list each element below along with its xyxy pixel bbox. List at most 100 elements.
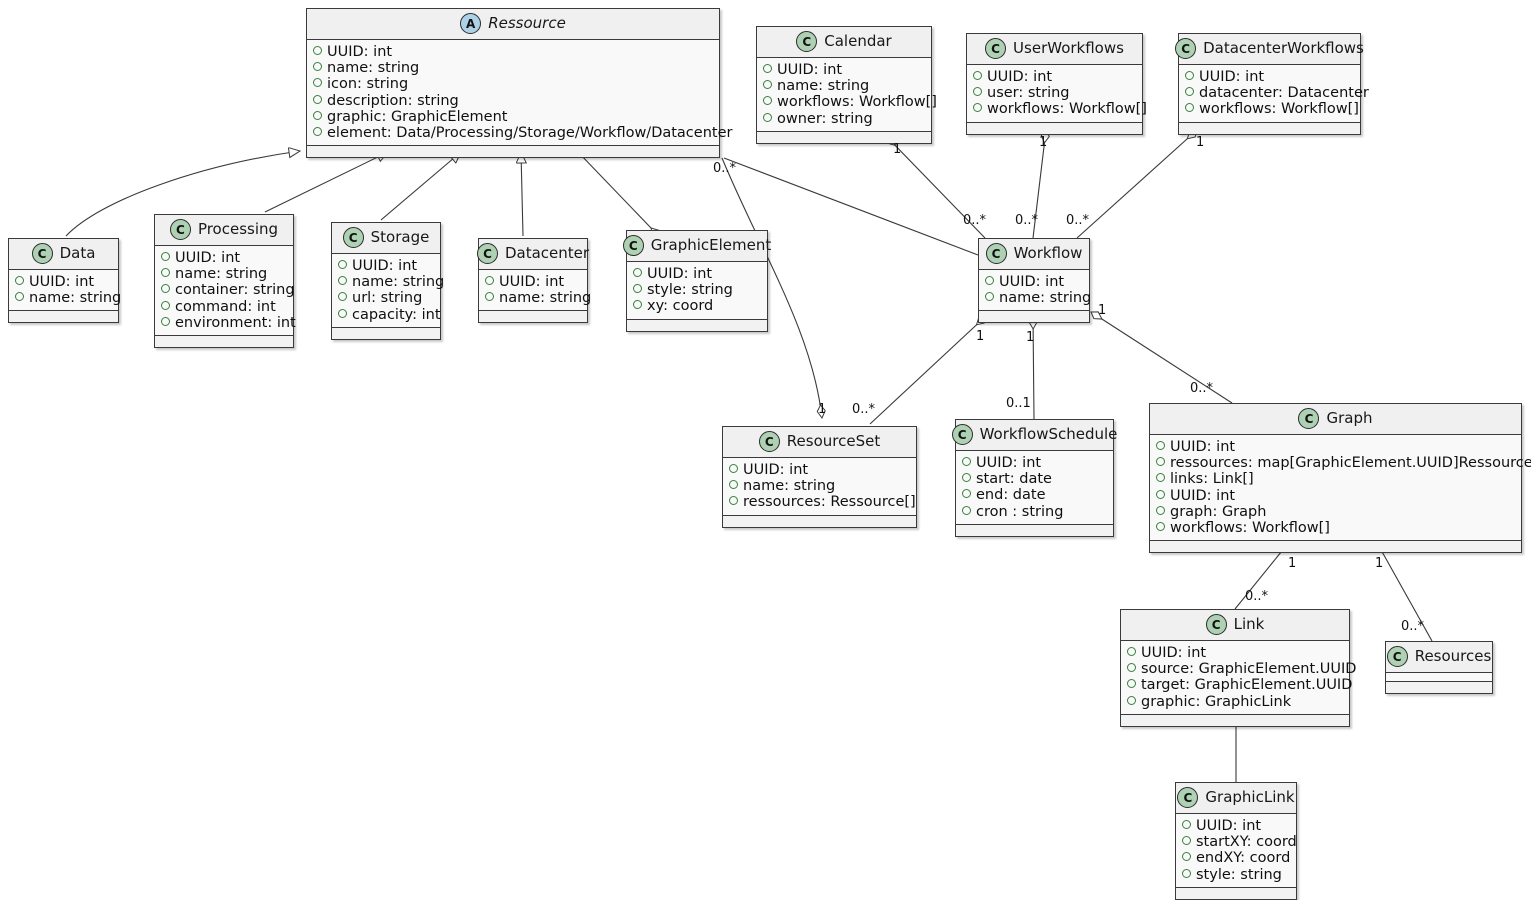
public-visibility-icon [1185, 87, 1194, 97]
multiplicity-label: 1 [1375, 556, 1384, 571]
public-visibility-icon [161, 252, 170, 261]
public-visibility-icon [1127, 695, 1136, 705]
attribute-row: graph: Graph [1156, 504, 1514, 520]
attribute-label: workflows: Workflow[] [777, 94, 937, 111]
public-visibility-icon [1156, 457, 1165, 467]
attribute-label: style: string [1196, 866, 1282, 883]
attribute-row: capacity: int [338, 307, 441, 323]
attribute-row: datacenter: Datacenter [1185, 85, 1369, 101]
attribute-row: UUID: int [633, 266, 760, 282]
class-methods-data [9, 311, 118, 323]
attribute-label: start: date [976, 471, 1052, 488]
class-icon: C [1386, 646, 1408, 667]
class-methods-workflow [979, 311, 1089, 323]
public-visibility-icon [763, 96, 772, 106]
attribute-label: UUID: int [1141, 645, 1207, 661]
edge-processing-ressource [264, 152, 388, 213]
attribute-row: source: GraphicElement.UUID [1127, 661, 1356, 677]
public-visibility-icon [161, 300, 170, 310]
attribute-label: ressources: Ressource[] [743, 494, 916, 511]
attribute-label: UUID: int [976, 455, 1042, 471]
attribute-row: UUID: int [1127, 645, 1342, 661]
multiplicity-label: 1 [1288, 556, 1297, 571]
multiplicity-label: 1 [818, 402, 827, 417]
attribute-row: name: string [985, 290, 1091, 306]
public-visibility-icon [1182, 820, 1191, 829]
attribute-row: workflows: Workflow[] [973, 101, 1147, 117]
multiplicity-label: 0..* [1066, 213, 1090, 228]
class-methods-resources [1386, 682, 1492, 693]
multiplicity-label: 0..* [1245, 589, 1269, 604]
class-icon: C [1298, 408, 1320, 429]
multiplicity-label: 0..* [713, 161, 737, 176]
attribute-label: UUID: int [647, 266, 713, 282]
attribute-label: graphic: GraphicElement [327, 108, 508, 125]
attribute-row: icon: string [313, 76, 712, 92]
public-visibility-icon [1185, 103, 1194, 113]
attribute-row: UUID: int [313, 44, 712, 60]
attribute-label: graph: Graph [1170, 503, 1267, 520]
attribute-label: UUID: int [743, 462, 809, 478]
class-attributes-resources [1386, 673, 1492, 682]
public-visibility-icon [1127, 663, 1136, 673]
attribute-label: name: string [743, 478, 836, 495]
attribute-row: UUID: int [985, 274, 1082, 290]
attribute-row: endXY: coord [1182, 850, 1291, 867]
class-name-label: Link [1233, 615, 1265, 633]
attribute-label: workflows: Workflow[] [1199, 101, 1359, 118]
public-visibility-icon [338, 292, 347, 302]
attribute-row: ressources: map[GraphicElement.UUID]Ress… [1156, 455, 1531, 471]
attribute-row: name: string [729, 478, 909, 494]
edge-datacenter-ressource [521, 152, 523, 237]
class-icon: C [1177, 787, 1199, 808]
public-visibility-icon [313, 127, 322, 137]
class-name-label: GraphicElement [650, 236, 772, 254]
public-visibility-icon [633, 268, 642, 277]
public-visibility-icon [1156, 473, 1165, 483]
class-name-label: GraphicLink [1205, 788, 1295, 806]
attribute-label: command: int [175, 298, 276, 315]
attribute-label: source: GraphicElement.UUID [1141, 661, 1357, 678]
attribute-label: endXY: coord [1196, 850, 1291, 867]
public-visibility-icon [1127, 679, 1136, 689]
public-visibility-icon [1185, 71, 1194, 80]
attribute-label: url: string [352, 290, 423, 307]
attribute-label: capacity: int [352, 306, 441, 323]
class-methods-ressource [307, 146, 719, 158]
public-visibility-icon [962, 457, 971, 466]
attribute-row: UUID: int [338, 258, 433, 274]
class-name-label: Processing [197, 220, 279, 238]
attribute-row: UUID: int [763, 62, 924, 78]
public-visibility-icon [633, 300, 642, 310]
class-icon: C [758, 431, 780, 452]
attribute-row: owner: string [763, 111, 924, 127]
attribute-label: UUID: int [29, 274, 95, 290]
public-visibility-icon [313, 46, 322, 55]
attribute-label: owner: string [777, 110, 873, 127]
attribute-label: name: string [999, 290, 1092, 307]
